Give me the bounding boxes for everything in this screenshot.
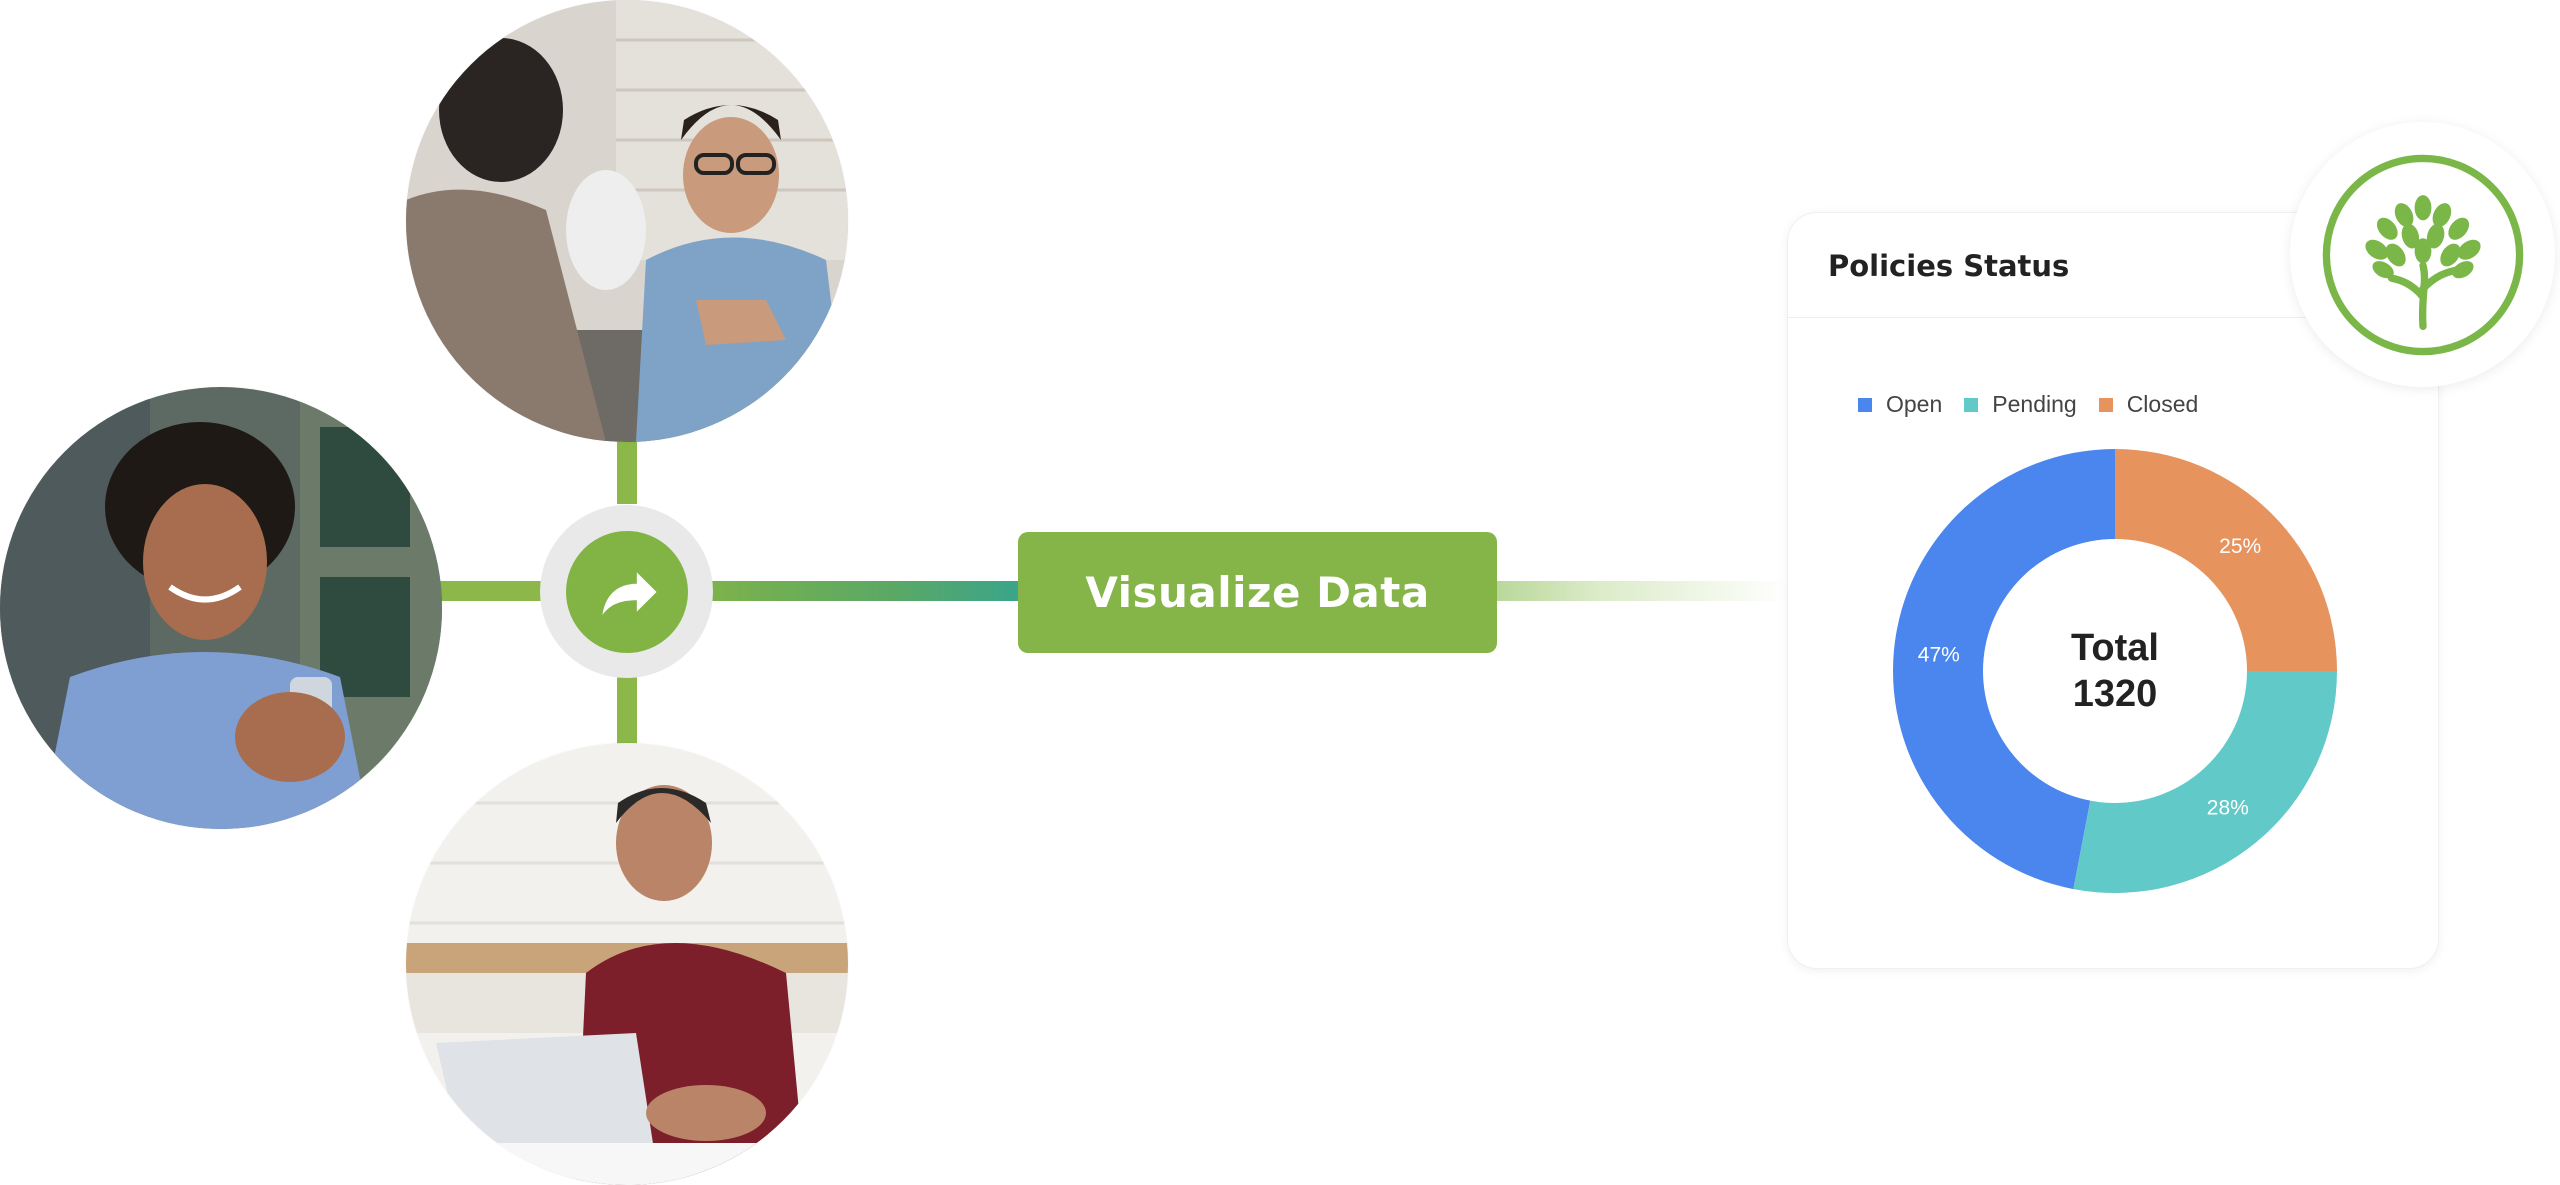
center-total-value: 1320	[2073, 673, 2158, 715]
legend-item-pending[interactable]: Pending	[1964, 391, 2077, 418]
legend-item-open[interactable]: Open	[1858, 391, 1942, 418]
donut-slice-open[interactable]	[1893, 449, 2115, 890]
visualize-data-button[interactable]: Visualize Data	[1018, 532, 1497, 653]
center-total-label: Total	[2071, 627, 2159, 669]
legend-swatch-pending	[1964, 397, 1979, 412]
connector-left	[440, 581, 542, 601]
logo-badge	[2290, 122, 2555, 387]
legend-label-open: Open	[1886, 391, 1943, 417]
legend-item-closed[interactable]: Closed	[2098, 391, 2199, 418]
chart-legend: Open Pending Closed	[1858, 391, 2198, 418]
connector-right	[712, 581, 1018, 601]
woman-phone-photo	[0, 387, 442, 829]
legend-label-pending: Pending	[1992, 391, 2077, 417]
man-laptop-photo	[406, 743, 848, 1185]
tree-logo-icon	[2322, 154, 2523, 355]
card-title: Policies Status	[1828, 249, 2070, 283]
share-hub-button[interactable]	[566, 531, 688, 653]
donut-label-closed: 25%	[2219, 535, 2261, 558]
card-header: Policies Status	[1788, 213, 2438, 318]
donut-label-pending: 28%	[2207, 796, 2249, 819]
policies-donut-chart: Total 1320 25% 28% 47%	[1893, 449, 2337, 893]
legend-swatch-open	[1858, 397, 1872, 412]
connector-top	[617, 440, 637, 504]
donut-slice-pending[interactable]	[2073, 671, 2337, 893]
legend-swatch-closed	[2098, 397, 2113, 412]
share-arrow-icon	[602, 572, 657, 615]
connector-bottom	[617, 677, 637, 745]
connector-fade	[1496, 581, 1788, 601]
legend-label-closed: Closed	[2126, 391, 2199, 417]
donut-label-open: 47%	[1918, 643, 1960, 666]
donut-slice-closed[interactable]	[2115, 449, 2337, 671]
meeting-photo	[406, 0, 848, 442]
